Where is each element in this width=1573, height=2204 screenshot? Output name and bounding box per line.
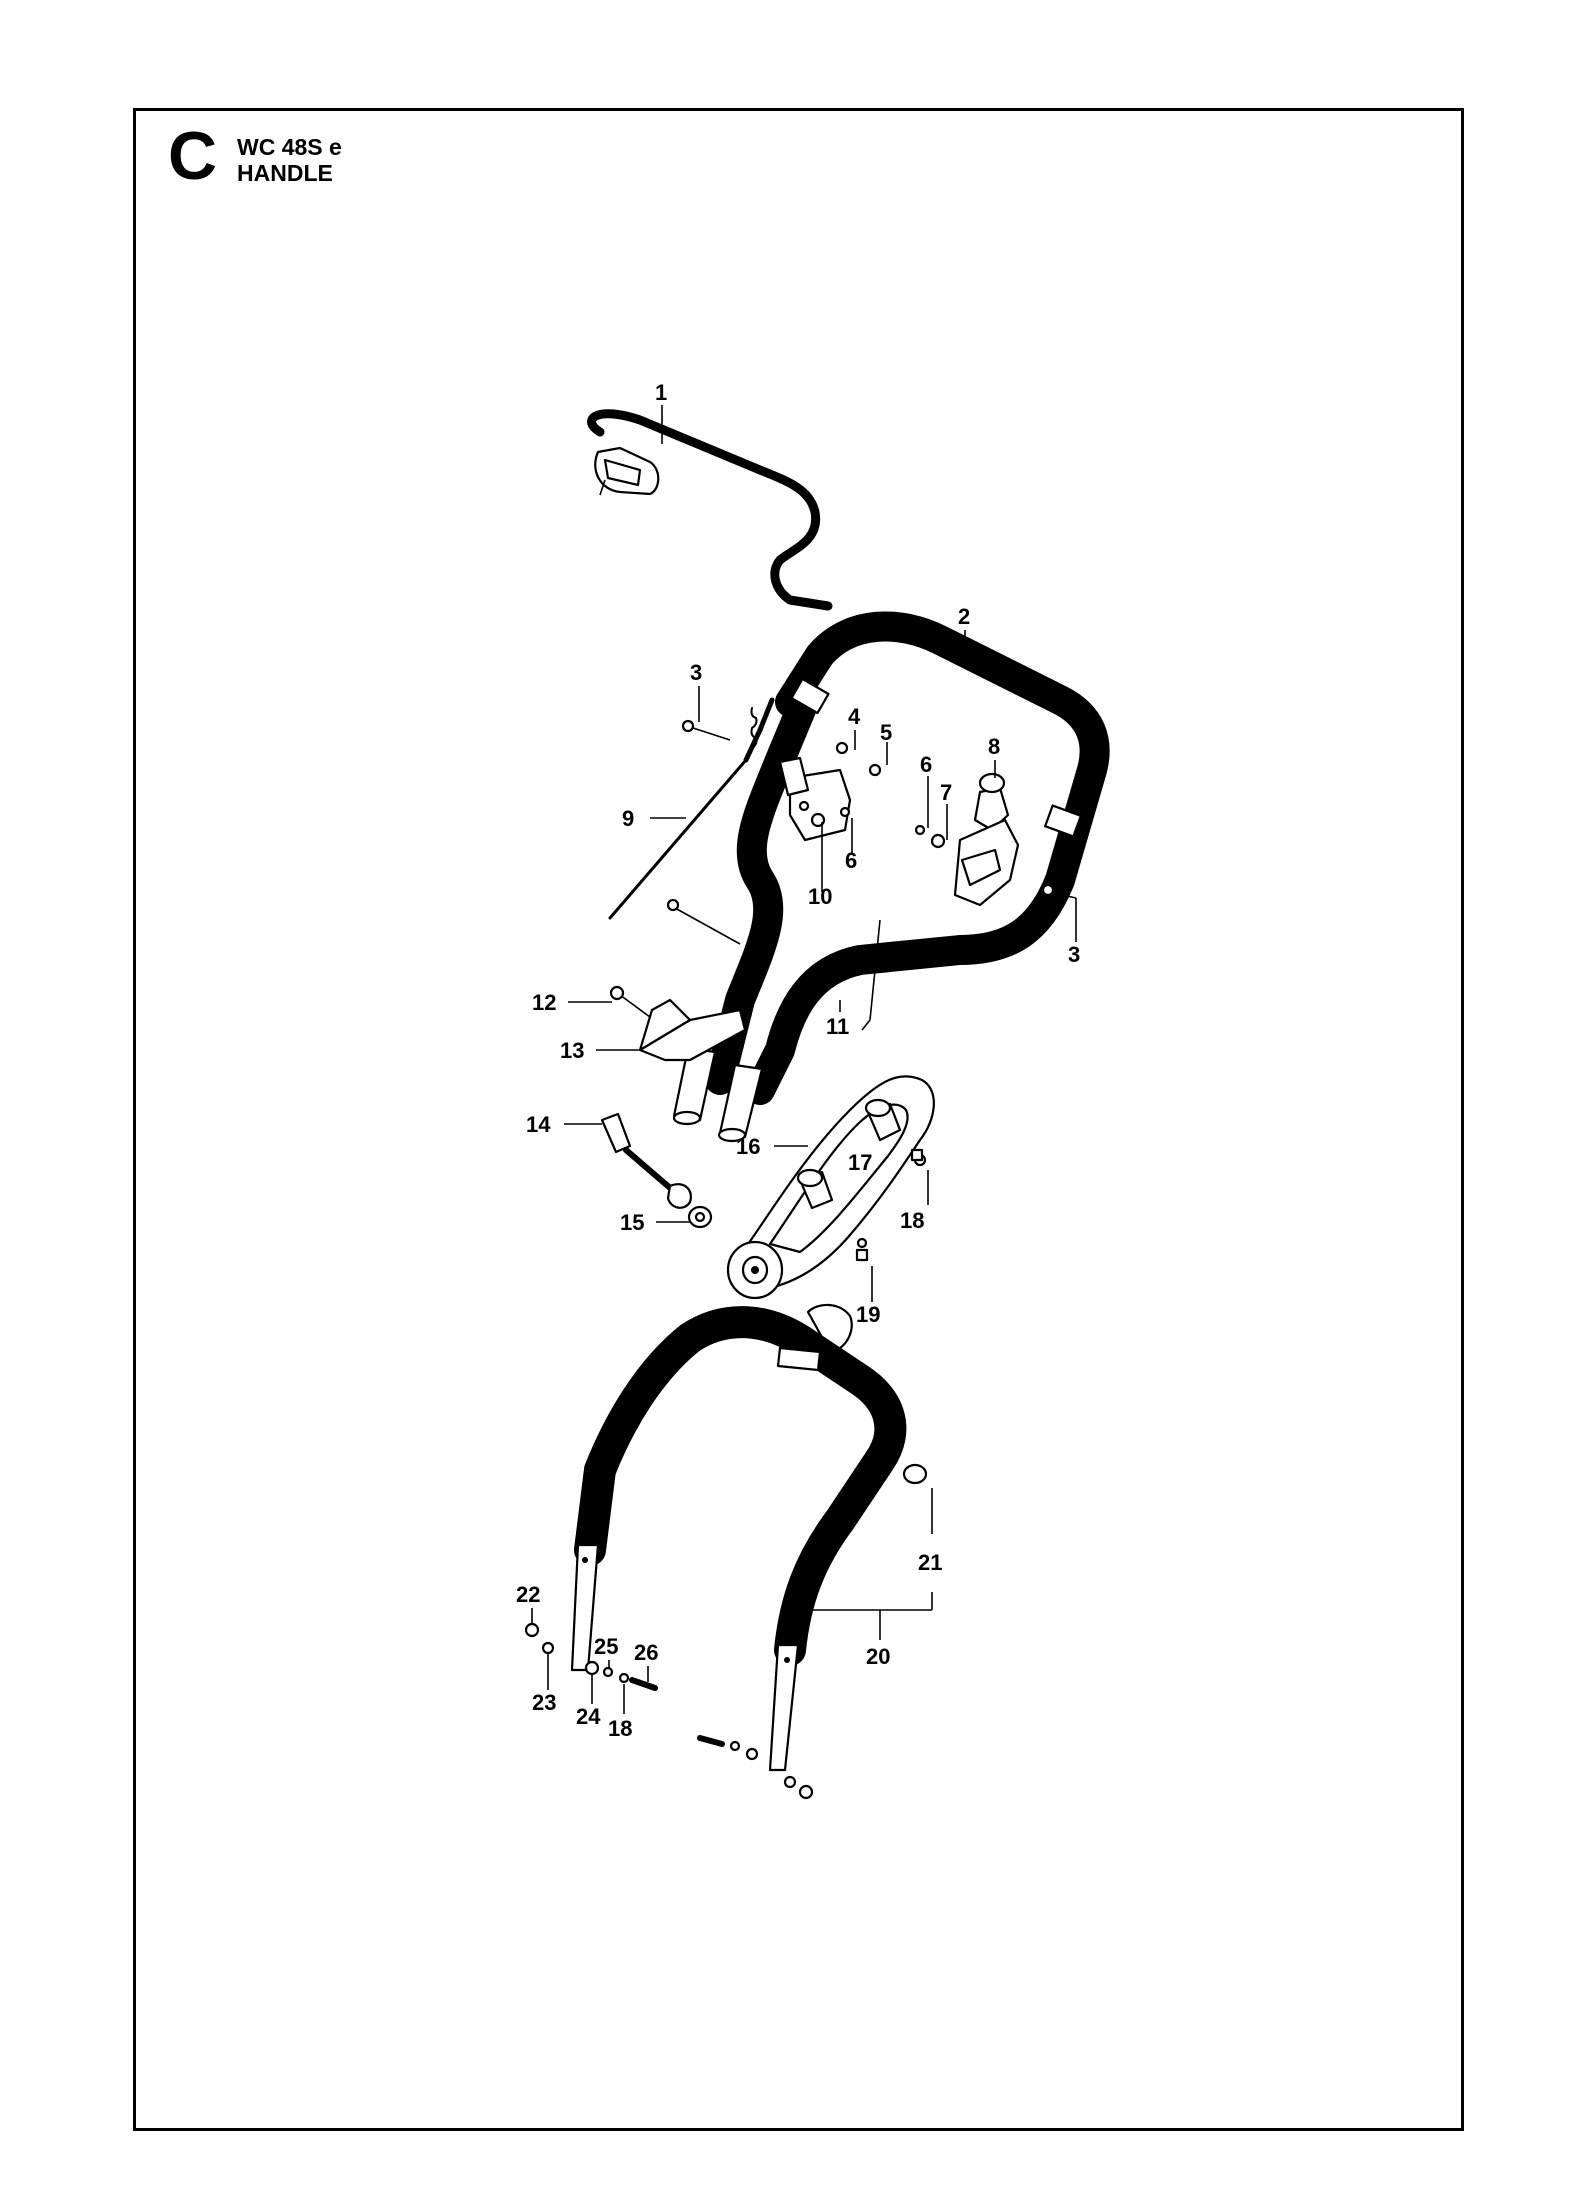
callout-8: 8 bbox=[988, 734, 1000, 759]
callout-7: 7 bbox=[940, 780, 952, 805]
callout-22: 22 bbox=[516, 1582, 540, 1607]
callout-11: 11 bbox=[826, 1014, 849, 1039]
callout-23: 23 bbox=[532, 1690, 556, 1715]
part-cable bbox=[608, 697, 881, 1031]
callout-6-b: 6 bbox=[845, 848, 857, 873]
part-lower-hardware bbox=[524, 1622, 814, 1800]
callout-25: 25 bbox=[594, 1634, 618, 1659]
callout-3: 3 bbox=[690, 660, 702, 685]
callout-6: 6 bbox=[920, 752, 932, 777]
section-title: HANDLE bbox=[237, 160, 333, 186]
callout-21: 21 bbox=[918, 1550, 942, 1575]
callout-24: 24 bbox=[576, 1704, 601, 1729]
callout-12: 12 bbox=[532, 990, 556, 1015]
part-handle-lower-tubes bbox=[672, 1046, 764, 1143]
drawing-frame bbox=[133, 108, 1464, 2131]
callout-13: 13 bbox=[560, 1038, 584, 1063]
callout-26: 26 bbox=[634, 1640, 658, 1665]
callout-19: 19 bbox=[856, 1302, 880, 1327]
leader-lines bbox=[531, 405, 1077, 1714]
callout-1: 1 bbox=[655, 380, 667, 405]
part-knob-and-washer bbox=[600, 1112, 713, 1229]
part-throttle-lever bbox=[953, 772, 1020, 907]
callout-3-b: 3 bbox=[1068, 942, 1080, 967]
callout-5: 5 bbox=[880, 720, 892, 745]
callout-16: 16 bbox=[736, 1134, 760, 1159]
part-bail-wire bbox=[587, 409, 833, 611]
callout-4: 4 bbox=[848, 704, 861, 729]
callout-14: 14 bbox=[526, 1112, 551, 1137]
part-upper-handle bbox=[705, 611, 1110, 1105]
section-letter: C bbox=[168, 118, 218, 194]
callout-10: 10 bbox=[808, 884, 832, 909]
callout-labels: 1 2 3 4 5 6 7 8 9 6 10 3 11 12 13 14 16 … bbox=[516, 380, 1080, 1741]
part-control-box bbox=[778, 756, 852, 842]
part-lower-handle bbox=[570, 1306, 928, 1772]
callout-20: 20 bbox=[866, 1644, 890, 1669]
callout-2: 2 bbox=[958, 604, 970, 629]
callout-17: 17 bbox=[848, 1150, 872, 1175]
callout-9: 9 bbox=[622, 806, 634, 831]
callout-15: 15 bbox=[620, 1210, 644, 1235]
callout-18-b: 18 bbox=[608, 1716, 632, 1741]
model-title: WC 48S e bbox=[237, 134, 342, 160]
callout-18: 18 bbox=[900, 1208, 924, 1233]
